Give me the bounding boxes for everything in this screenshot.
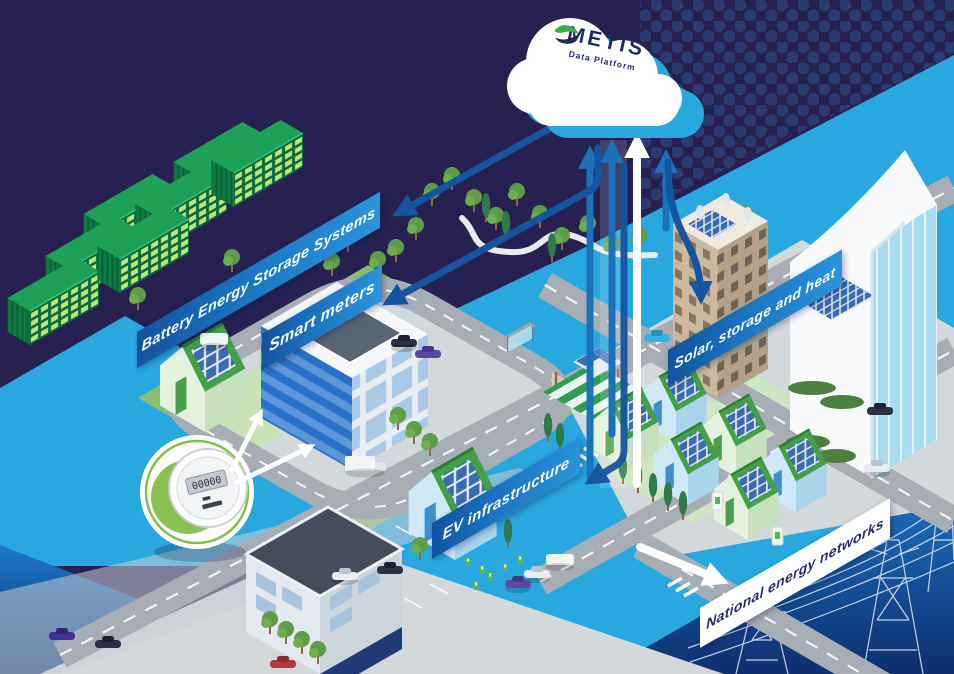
vehicles [49, 330, 893, 668]
metis-swirl-icon [554, 25, 579, 44]
truck [345, 456, 386, 478]
park [128, 166, 754, 311]
pylon-icon [862, 539, 924, 674]
smart-meter-device: 00000 [140, 435, 254, 562]
metis-cloud-label: METIS Data Platform [543, 18, 668, 78]
data-flow-arrows [229, 112, 729, 586]
home-battery-icon [711, 491, 784, 546]
metis-cloud [507, 18, 704, 138]
ev-charging-lot [474, 554, 574, 593]
curved-glass-building [786, 150, 937, 478]
bus-stop [506, 322, 536, 352]
dot-pattern-corner [640, 0, 954, 212]
bottom-office-building [242, 505, 406, 674]
solar-houses [592, 358, 828, 546]
national-arrow [636, 543, 729, 586]
